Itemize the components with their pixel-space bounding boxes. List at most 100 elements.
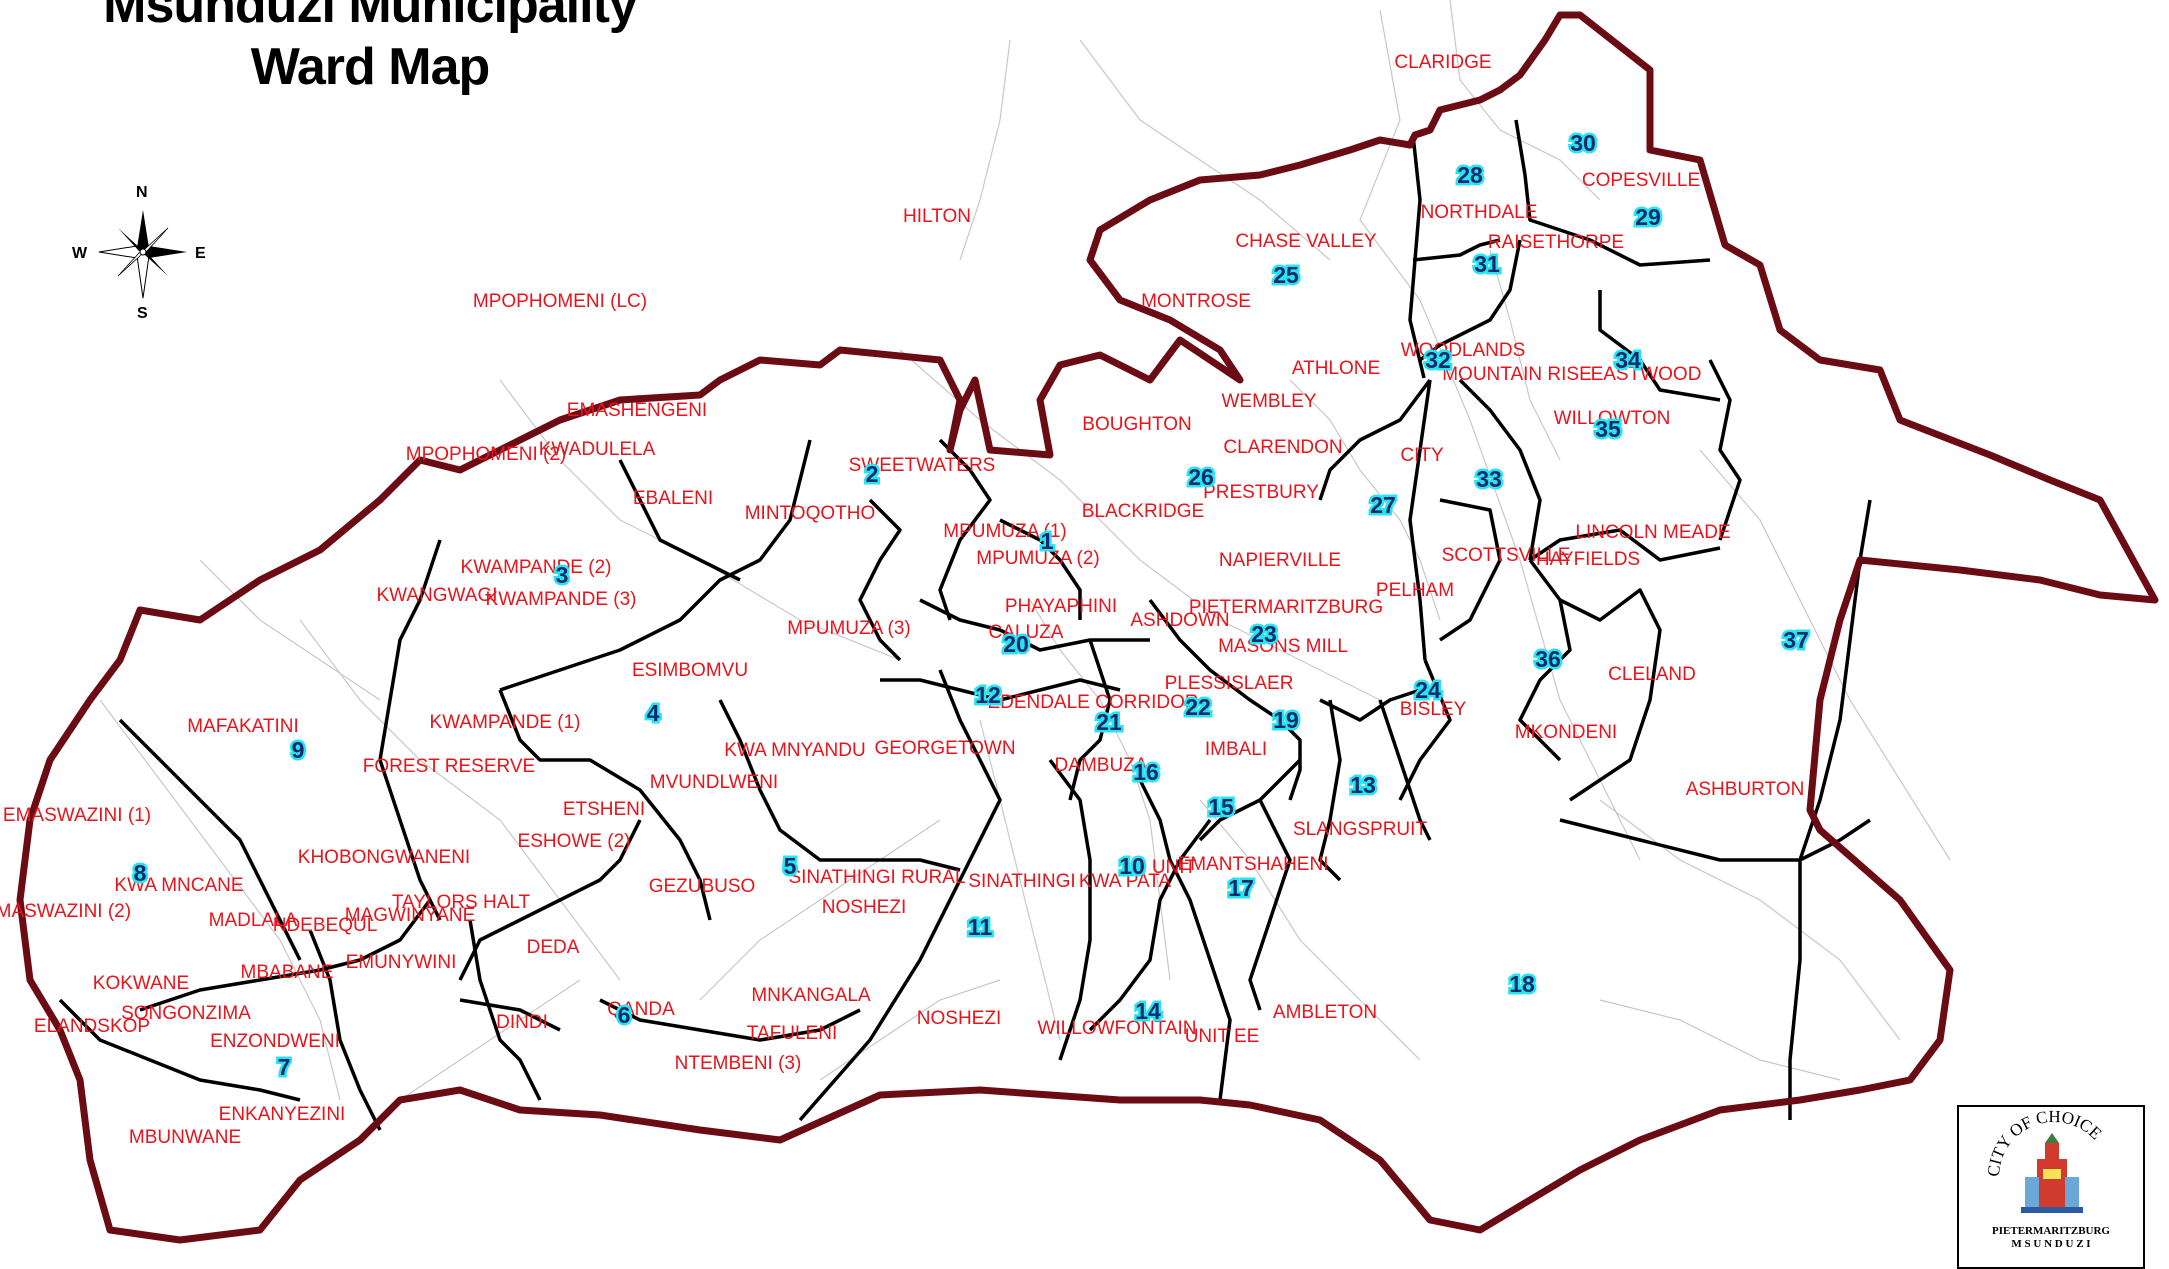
ward-number-label: 34 <box>1615 347 1641 373</box>
place-label: BISLEY <box>1400 699 1467 720</box>
place-label: MASONS MILL <box>1218 636 1348 657</box>
place-label: KWA MNYANDU <box>724 740 865 761</box>
place-label: PRESTBURY <box>1203 482 1319 503</box>
place-label: NOSHEZI <box>822 897 906 918</box>
place-label: ELANDSKOP <box>34 1016 150 1037</box>
ward-number-label: 8 <box>134 860 147 886</box>
place-label: NTEMBENI (3) <box>675 1053 802 1074</box>
ward-number-label: 7 <box>278 1054 291 1080</box>
ward-number-label: 9 <box>292 737 305 763</box>
place-label: GEZUBUSO <box>649 876 756 897</box>
ward-number-label: 3 <box>556 562 569 588</box>
place-label: ETSHENI <box>563 799 645 820</box>
place-label: BLACKRIDGE <box>1082 501 1204 522</box>
place-label: ATHLONE <box>1292 358 1380 379</box>
ward-number-label: 25 <box>1273 262 1299 288</box>
place-label: KHOBONGWANENI <box>298 847 470 868</box>
place-label: EASTWOOD <box>1591 364 1702 385</box>
ward-number-label: 1 <box>1041 528 1054 554</box>
place-label: LINCOLN MEADE <box>1575 522 1730 543</box>
ward-number-label: 10 <box>1119 853 1145 879</box>
place-label: NORTHDALE <box>1421 202 1538 223</box>
ward-number-label: 37 <box>1783 627 1809 653</box>
ward-number-label: 29 <box>1635 204 1661 230</box>
ward-number-label: 22 <box>1185 694 1211 720</box>
map-title-line2: Ward Map <box>250 38 491 96</box>
ward-number-label: 26 <box>1188 464 1214 490</box>
place-label: TAYLORS HALT <box>392 892 531 913</box>
ward-number-label: 36 <box>1535 646 1561 672</box>
place-label: UNIT <box>1152 857 1197 878</box>
ward-number-label: 12 <box>975 682 1001 708</box>
place-label: QANDA <box>607 999 675 1020</box>
compass-east-label: E <box>195 245 206 262</box>
ward-number-label: 20 <box>1003 631 1029 657</box>
place-label: KWA PATA <box>1079 871 1172 892</box>
place-label: SLANGSPRUIT <box>1293 819 1427 840</box>
ward-number-label: 19 <box>1273 707 1299 733</box>
ward-number-label: 5 <box>784 853 797 879</box>
place-label: FOREST RESERVE <box>363 756 535 777</box>
place-label: COPESVILLE <box>1582 170 1700 191</box>
map-title: Msunduzi Municipality Ward Map <box>70 0 670 98</box>
ward-number-label: 14 <box>1135 998 1161 1024</box>
ward-number-label: 13 <box>1350 772 1376 798</box>
ward-number-label: 6 <box>618 1002 631 1028</box>
place-label: MPUMUZA (3) <box>787 618 911 639</box>
place-label: MNKANGALA <box>751 985 871 1006</box>
place-label: MBABANE <box>241 962 334 983</box>
ward-number-label: 35 <box>1595 416 1621 442</box>
place-label: NDEBEQUL <box>273 915 378 936</box>
place-label: CALUZA <box>989 622 1064 643</box>
place-label: SINATHINGI RURAL <box>788 867 965 888</box>
place-label: IMBALI <box>1205 739 1267 760</box>
place-label: ASHDOWN <box>1130 610 1229 631</box>
ward-number-label: 30 <box>1570 130 1596 156</box>
place-label: CLARIDGE <box>1394 52 1491 73</box>
ward-number-label: 18 <box>1509 971 1535 997</box>
ward-number-label: 15 <box>1208 794 1234 820</box>
place-label: MPOPHOMENI (LC) <box>473 291 647 312</box>
place-label: MPOPHOMENI (2) <box>406 444 566 465</box>
place-label: EBALENI <box>633 488 713 509</box>
place-label: KWADULELA <box>539 439 656 460</box>
compass-west-label: W <box>72 245 88 262</box>
place-label: MAGWINYANE <box>345 905 476 926</box>
place-label: WILLOWFONTAIN <box>1037 1018 1196 1039</box>
place-label: NOSHEZI <box>917 1008 1001 1029</box>
place-label: EMANTSHAHENI <box>1178 854 1329 875</box>
place-label: SINATHINGI <box>968 871 1075 892</box>
place-label: MADLALA <box>209 910 298 931</box>
ward-number-label: 24 <box>1415 677 1441 703</box>
place-label: KOKWANE <box>93 973 189 994</box>
place-label: DEDA <box>527 937 580 958</box>
place-label: PIETERMARITZBURG <box>1189 597 1383 618</box>
place-label: EMASWAZINI (2) <box>0 901 131 922</box>
place-label: NAPIERVILLE <box>1219 550 1341 571</box>
place-label: EMASHENGENI <box>567 400 707 421</box>
place-label: SONGONZIMA <box>121 1003 251 1024</box>
place-label: MAFAKATINI <box>187 716 299 737</box>
place-label: MONTROSE <box>1141 291 1251 312</box>
place-label: HAYFIELDS <box>1536 549 1640 570</box>
ward-number-label: 27 <box>1370 492 1396 518</box>
place-label: WEMBLEY <box>1221 391 1316 412</box>
place-label: MOUNTAIN RISE <box>1442 364 1592 385</box>
place-label: HILTON <box>903 206 971 227</box>
place-label: RAISETHORPE <box>1488 232 1624 253</box>
place-label: GEORGETOWN <box>874 738 1015 759</box>
place-label: ENKANYEZINI <box>219 1104 346 1125</box>
place-label: MBUNWANE <box>129 1127 241 1148</box>
ward-number-label: 21 <box>1096 709 1122 735</box>
place-label: WILLOWTON <box>1554 408 1671 429</box>
place-label: KWA MNCANE <box>114 875 243 896</box>
place-label: DINDI <box>496 1012 548 1033</box>
ward-number-label: 23 <box>1251 621 1277 647</box>
ward-number-label: 32 <box>1425 347 1451 373</box>
place-label: CITY <box>1400 445 1444 466</box>
ward-number-label: 28 <box>1457 162 1483 188</box>
ward-number-label: 4 <box>647 700 660 726</box>
ward-number-label: 31 <box>1474 251 1500 277</box>
place-label: CLELAND <box>1608 664 1696 685</box>
